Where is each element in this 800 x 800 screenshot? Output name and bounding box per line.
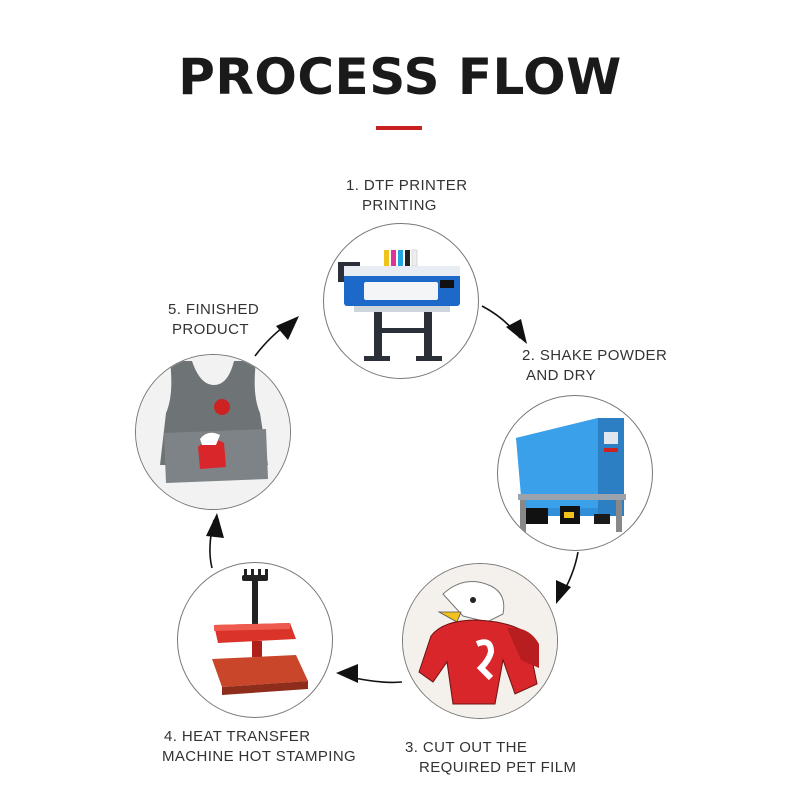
step-3-node bbox=[402, 563, 558, 719]
step-1-label: 1. DTF PRINTER PRINTING bbox=[346, 177, 468, 214]
arrowhead-1 bbox=[276, 316, 299, 340]
powder-shaker-icon bbox=[516, 418, 626, 532]
step-4-label: 4. HEAT TRANSFER MACHINE HOT STAMPING bbox=[162, 728, 357, 765]
step-2-label: 2. SHAKE POWDER AND DRY bbox=[522, 347, 668, 384]
step-1-node bbox=[323, 223, 479, 379]
step-4-node bbox=[177, 562, 333, 718]
step-2-node bbox=[497, 395, 653, 551]
title-underline bbox=[376, 126, 422, 130]
dtf-printer-icon bbox=[338, 249, 460, 361]
step-5-node bbox=[135, 354, 291, 510]
step-5-label: 5. FINISHED PRODUCT bbox=[168, 301, 260, 338]
heat-press-icon bbox=[212, 569, 308, 695]
arrowhead-4 bbox=[336, 664, 358, 683]
arrowhead-2 bbox=[506, 319, 527, 344]
arrowhead-3 bbox=[556, 580, 571, 604]
finished-shirt-icon bbox=[136, 355, 290, 509]
step-3-label: 3. CUT OUT THE REQUIRED PET FILM bbox=[405, 739, 577, 776]
pet-film-print-icon bbox=[403, 564, 557, 718]
page-title: PROCESS FLOW bbox=[178, 48, 622, 106]
arrowhead-5 bbox=[206, 513, 224, 538]
